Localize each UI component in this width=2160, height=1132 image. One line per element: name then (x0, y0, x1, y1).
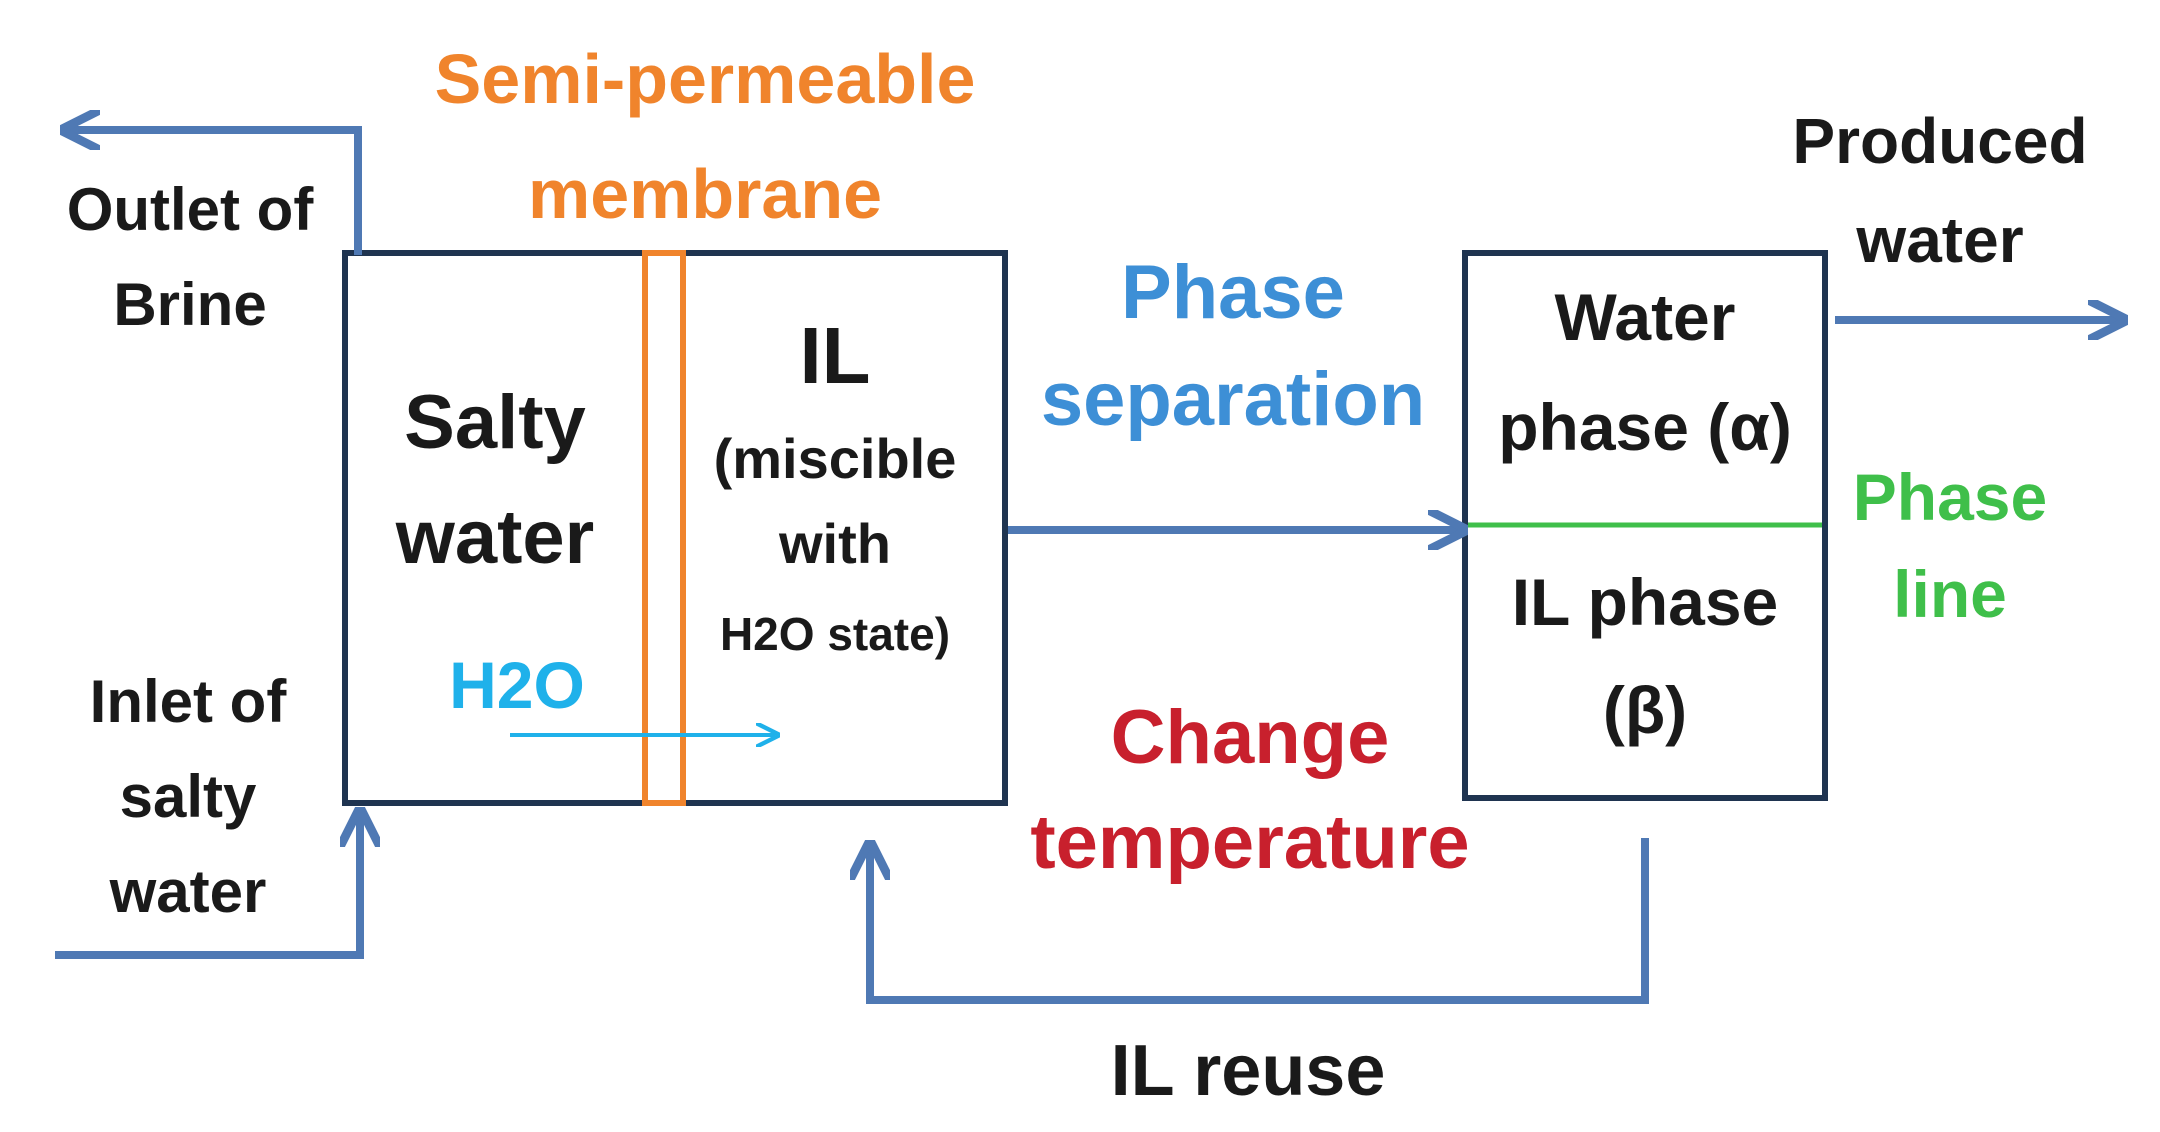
inlet-label-line1: Inlet of (90, 668, 288, 735)
salty-water-label-line1: Salty (404, 380, 586, 465)
inlet-label-line3: water (109, 858, 267, 925)
h2o-label: H2O (449, 648, 585, 722)
salty-water-inlet-arrow (55, 815, 360, 959)
phase-separation-label-line1: Phase (1121, 250, 1345, 335)
il-label-line4: H2O state) (720, 608, 950, 660)
il-label-line2: (miscible (714, 427, 957, 490)
semi-permeable-membrane (642, 250, 686, 806)
membrane-label-line2: membrane (528, 155, 882, 233)
outlet-label-line2: Brine (113, 271, 266, 338)
brine-outlet-arrow (68, 130, 362, 255)
phase-line-label-line1: Phase (1853, 460, 2047, 534)
water-phase-label-line2: phase (α) (1498, 390, 1792, 464)
phase-separation-label-line2: separation (1041, 357, 1425, 442)
produced-water-label-line1: Produced (1792, 105, 2087, 177)
produced-water-label-line2: water (1855, 204, 2023, 276)
change-temperature-label-line2: temperature (1030, 800, 1469, 885)
phase-line-label-line2: line (1893, 557, 2007, 631)
il-phase-label-line2: (β) (1603, 673, 1687, 747)
il-phase-label-line1: IL phase (1512, 565, 1779, 639)
outlet-label-line1: Outlet of (67, 176, 315, 243)
il-reuse-arrow (870, 838, 1649, 1004)
water-phase-label-line1: Water (1555, 280, 1736, 354)
change-temperature-label-line1: Change (1111, 695, 1390, 780)
membrane-label-line1: Semi-permeable (435, 40, 976, 118)
inlet-label-line2: salty (120, 763, 257, 830)
il-label-line1: IL (799, 311, 870, 400)
salty-water-label-line2: water (395, 495, 595, 580)
il-reuse-label: IL reuse (1111, 1031, 1386, 1111)
il-label-line3: with (778, 512, 891, 575)
